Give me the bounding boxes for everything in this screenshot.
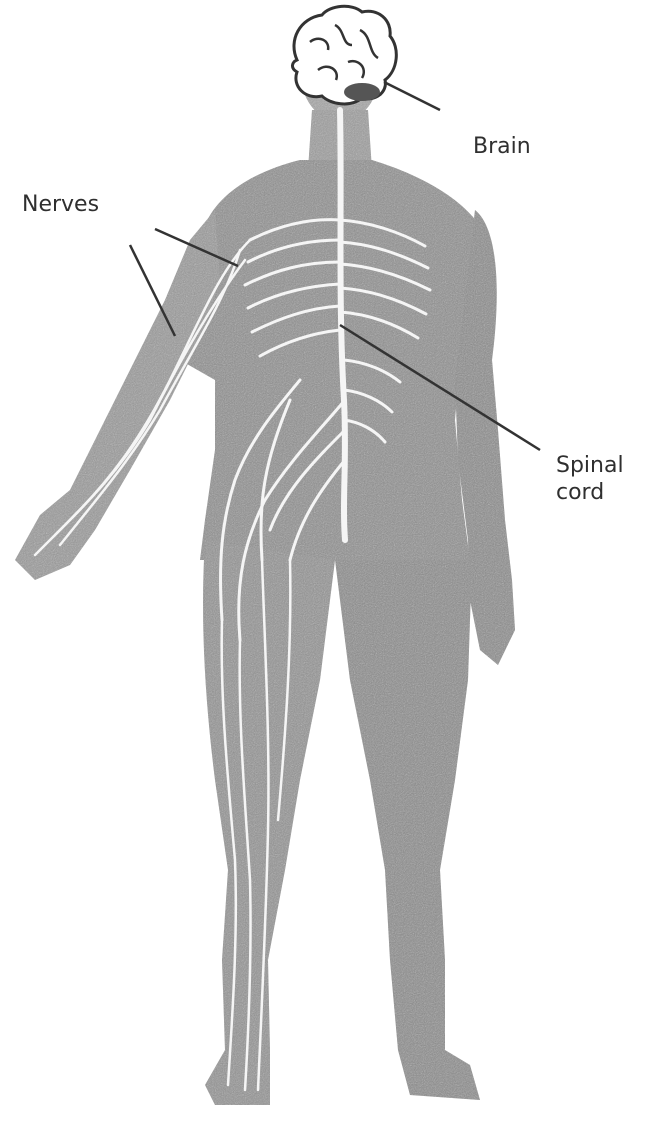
arm-left: [15, 210, 220, 580]
leg-right: [335, 560, 480, 1100]
label-spinal-line2: cord: [556, 479, 624, 506]
label-spinal-line1: Spinal: [556, 452, 624, 479]
brain-leader-line: [384, 82, 440, 110]
brain-icon: [292, 6, 396, 104]
label-spinal-cord: Spinal cord: [556, 452, 624, 506]
nerves-leader-line-2: [130, 245, 175, 336]
label-brain: Brain: [473, 133, 531, 160]
label-nerves: Nerves: [22, 191, 99, 218]
